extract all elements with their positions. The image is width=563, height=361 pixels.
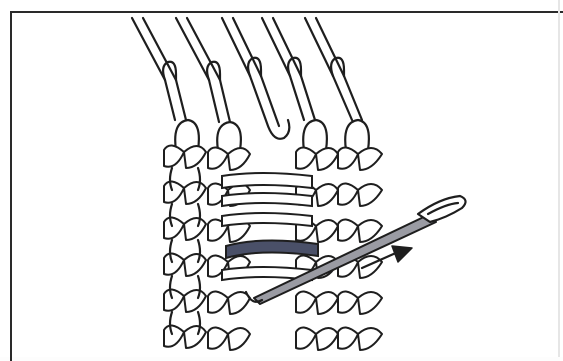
latch-needle-icon [222, 18, 289, 139]
stitch-column-left [164, 145, 206, 348]
machine-needles [132, 18, 362, 139]
latch-needle-icon [305, 18, 362, 120]
latch-needle-icon [262, 18, 315, 120]
latch-needle-icon [132, 18, 186, 120]
latch-needle-icon [176, 18, 230, 122]
